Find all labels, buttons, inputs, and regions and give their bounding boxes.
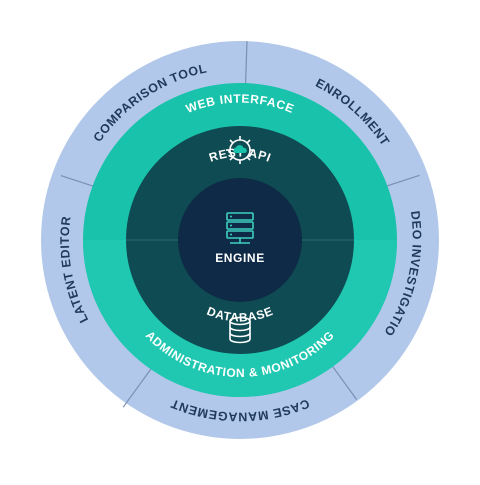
- database-icon: [229, 316, 251, 344]
- server-icon: [226, 212, 254, 244]
- rest-api-label: REST API: [207, 146, 273, 165]
- divider-top: [244, 41, 248, 89]
- gear-cloud-icon: [226, 136, 254, 164]
- database-label: DATABASE: [205, 304, 275, 325]
- engine-label: ENGINE: [215, 251, 265, 265]
